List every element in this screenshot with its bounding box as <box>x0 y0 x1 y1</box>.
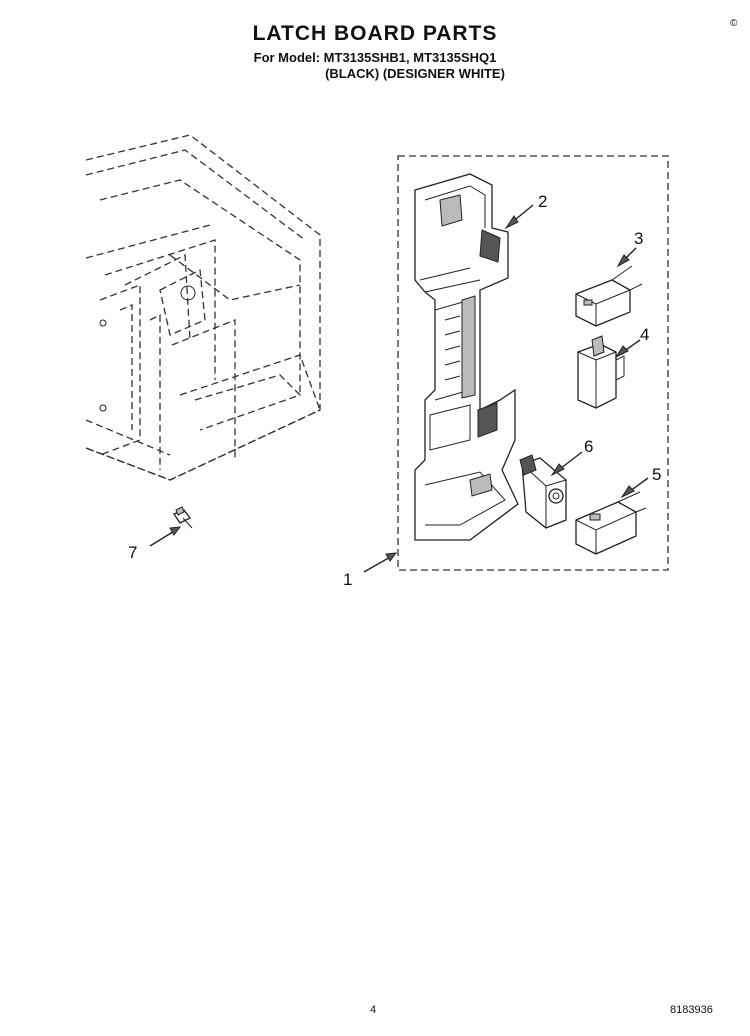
lever-part <box>519 454 567 529</box>
page-title: LATCH BOARD PARTS <box>252 22 498 45</box>
microwave-cavity-phantom <box>85 134 321 481</box>
callout-4: 4 <box>640 325 649 344</box>
page-number: 4 <box>370 1004 377 1016</box>
switch-part-5 <box>575 491 647 555</box>
callout-1: 1 <box>343 570 352 589</box>
callout-2: 2 <box>538 192 547 211</box>
screw-part <box>173 506 193 529</box>
latch-board-part <box>414 173 519 541</box>
callout-3: 3 <box>634 229 643 248</box>
callout-5: 5 <box>652 465 661 484</box>
document-number: 8183936 <box>670 1004 713 1016</box>
copyright-mark: © <box>730 18 738 29</box>
leader-lines <box>149 204 649 573</box>
switch-part-4 <box>577 335 625 409</box>
assembly-dashed-box <box>397 155 669 571</box>
callout-6: 6 <box>584 437 593 456</box>
model-line: For Model: MT3135SHB1, MT3135SHQ1 <box>253 50 497 65</box>
switch-part-3 <box>575 265 643 327</box>
callout-7: 7 <box>128 543 137 562</box>
color-line: (BLACK) (DESIGNER WHITE) <box>325 66 505 81</box>
